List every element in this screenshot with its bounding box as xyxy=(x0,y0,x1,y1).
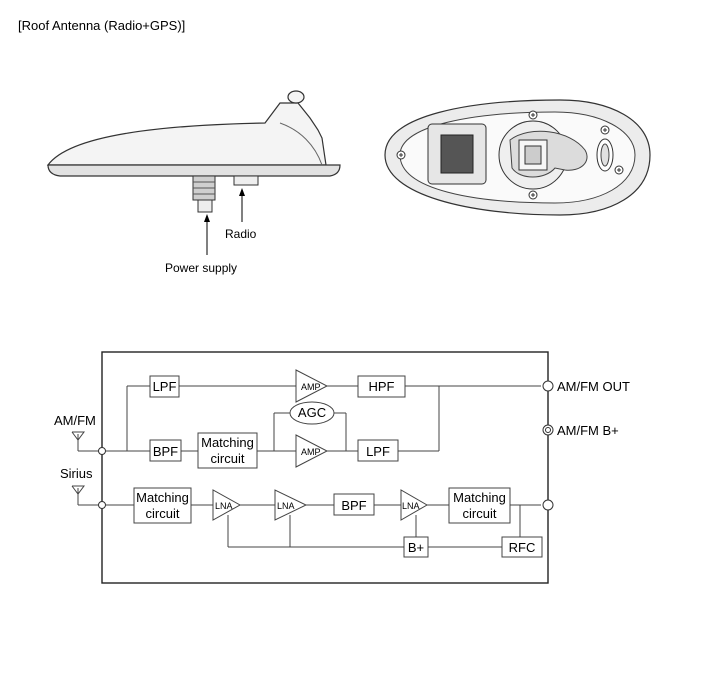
svg-text:AMP: AMP xyxy=(301,447,321,457)
svg-text:Matching: Matching xyxy=(453,490,506,505)
rfc-block xyxy=(501,536,543,558)
sirius-antenna-icon xyxy=(71,485,85,495)
bpf-left-block xyxy=(149,439,182,462)
svg-text:circuit: circuit xyxy=(463,506,497,521)
svg-text:B+: B+ xyxy=(408,540,424,555)
amfm-input-label: AM/FM xyxy=(54,413,96,428)
amp-top-triangle xyxy=(295,369,329,403)
lna-3-triangle xyxy=(400,489,429,521)
circuit-wires xyxy=(77,385,541,548)
svg-text:BPF: BPF xyxy=(341,498,366,513)
antenna-illustrations: Radio Power supply xyxy=(46,90,651,275)
svg-text:LNA: LNA xyxy=(277,501,295,511)
amfm-antenna-icon xyxy=(71,431,85,441)
bpf-sirius-block xyxy=(333,493,375,516)
svg-text:AMP: AMP xyxy=(301,382,321,392)
bplus-block xyxy=(403,536,429,558)
hpf-block xyxy=(357,375,406,398)
sirius-out-terminal xyxy=(542,499,554,511)
lna-2-triangle xyxy=(274,489,308,521)
lpf-top-block xyxy=(149,375,180,398)
svg-text:circuit: circuit xyxy=(211,451,245,466)
matching-circuit-right-block xyxy=(448,487,511,524)
svg-text:LNA: LNA xyxy=(215,501,233,511)
svg-text:Matching: Matching xyxy=(136,490,189,505)
page-title: [Roof Antenna (Radio+GPS)] xyxy=(18,18,186,33)
radio-label: Radio xyxy=(225,227,257,241)
antenna-side-view: Radio Power supply xyxy=(46,90,341,275)
svg-text:RFC: RFC xyxy=(509,540,536,555)
matching-circuit-sirius-block xyxy=(133,487,192,524)
svg-text:circuit: circuit xyxy=(146,506,180,521)
agc-block xyxy=(289,401,335,425)
amfm-out-terminal xyxy=(542,380,554,392)
lna-1-triangle xyxy=(212,489,242,521)
circuit-frame xyxy=(101,351,549,584)
power-supply-label: Power supply xyxy=(165,261,237,275)
lpf-bottom-block xyxy=(357,439,399,462)
amp-bottom-triangle xyxy=(295,434,329,468)
amfm-out-label: AM/FM OUT xyxy=(557,379,630,394)
svg-text:LNA: LNA xyxy=(402,501,420,511)
svg-text:AGC: AGC xyxy=(298,405,326,420)
antenna-symbols xyxy=(71,431,85,495)
sirius-input-label: Sirius xyxy=(60,466,93,481)
svg-text:HPF: HPF xyxy=(369,379,395,394)
circuit-block-diagram: AM/FM Sirius AM/FM OUT AM/FM B+ LPF AMP … xyxy=(54,351,630,584)
svg-text:LPF: LPF xyxy=(366,444,390,459)
svg-text:LPF: LPF xyxy=(153,379,177,394)
antenna-bottom-view xyxy=(384,99,651,216)
matching-circuit-top-block xyxy=(197,432,258,469)
svg-text:Matching: Matching xyxy=(201,435,254,450)
amfm-bplus-label: AM/FM B+ xyxy=(557,423,619,438)
svg-text:BPF: BPF xyxy=(153,444,178,459)
terminals xyxy=(98,380,554,511)
